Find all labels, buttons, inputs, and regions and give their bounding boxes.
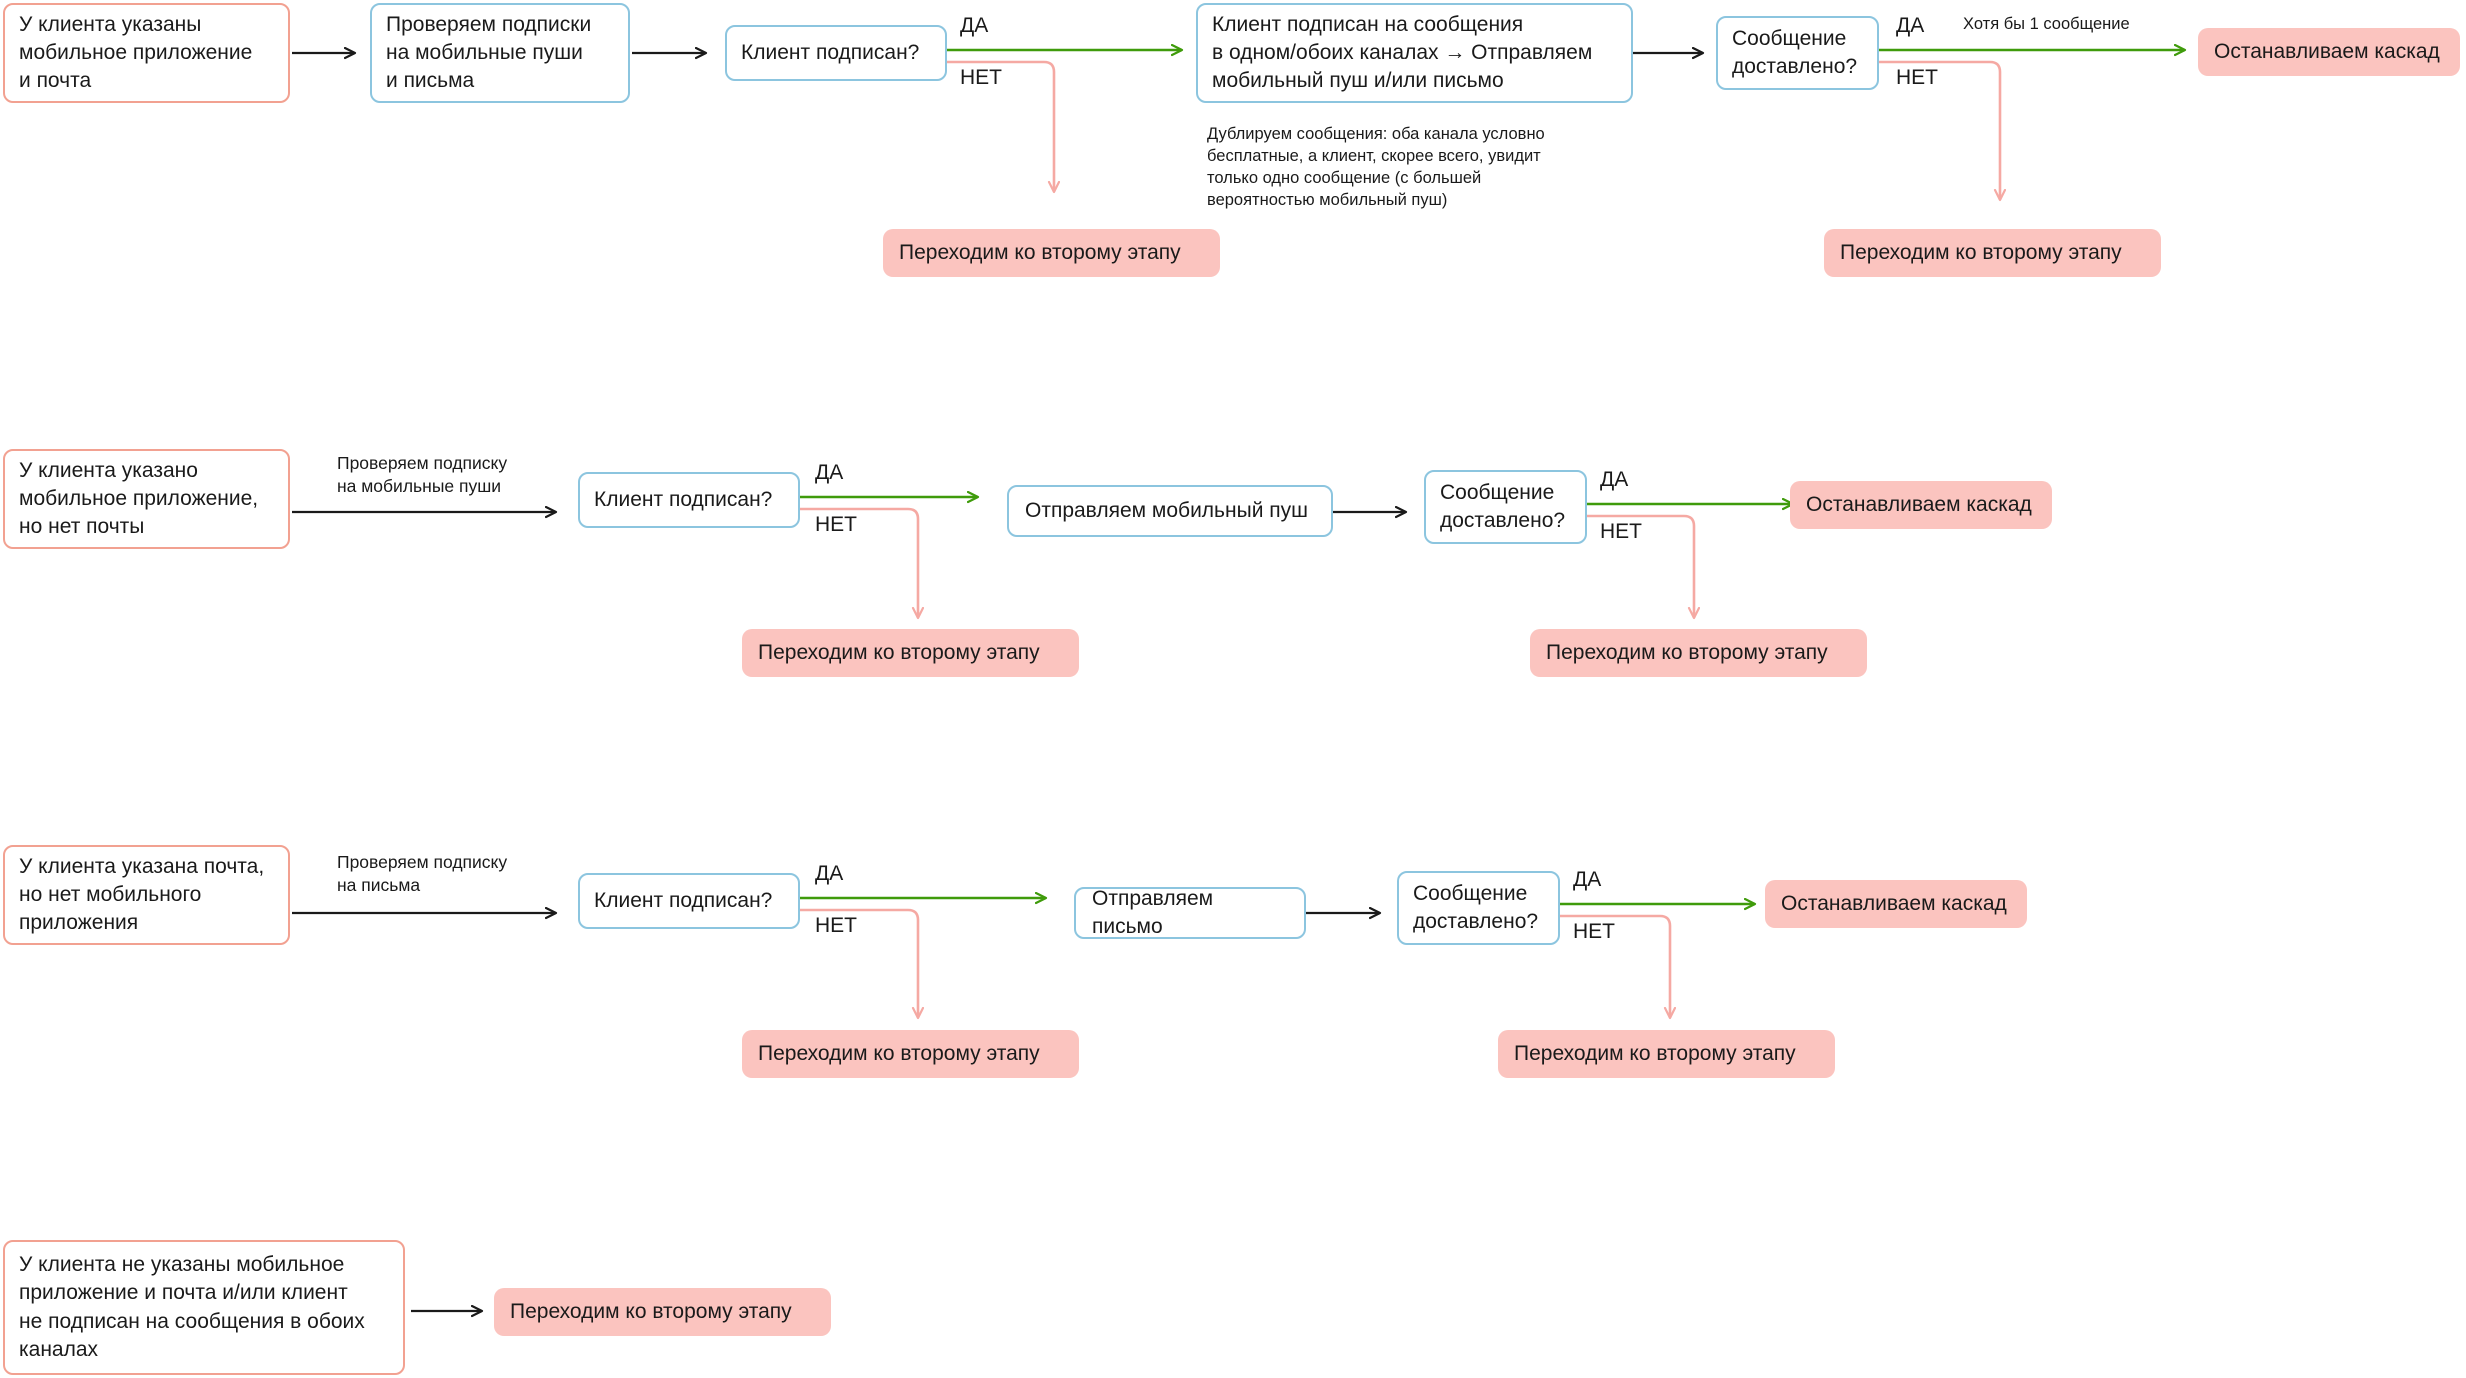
row3-decision-subscribed-label: Клиент подписан? xyxy=(594,888,773,912)
row3-stop-cascade-label: Останавливаем каскад xyxy=(1781,891,2007,915)
row2-edge-label: Проверяем подписку на мобильные пуши xyxy=(337,453,508,497)
row2-yes-label: ДА xyxy=(815,461,844,484)
row1-no-label: НЕТ xyxy=(960,66,1002,89)
row2-stop-cascade-label: Останавливаем каскад xyxy=(1806,492,2032,516)
row1-check-label: Проверяем подписки на мобильные пуши и п… xyxy=(386,12,592,93)
row3-yes-label: ДА xyxy=(815,862,844,885)
row4-target-box[interactable]: Переходим ко второму этапу xyxy=(494,1288,831,1336)
row1-delivered-no-target-label: Переходим ко второму этапу xyxy=(1840,240,2122,264)
row2-no-target-label: Переходим ко второму этапу xyxy=(758,640,1040,664)
row1-decision-subscribed[interactable]: Клиент подписан? xyxy=(725,25,947,81)
row2-start-label: У клиента указано мобильное приложение, … xyxy=(19,458,259,539)
row2-decision-subscribed-label: Клиент подписан? xyxy=(594,487,773,511)
row1-decision-subscribed-label: Клиент подписан? xyxy=(741,40,920,64)
row1-action-box[interactable]: Клиент подписан на сообщения в одном/обо… xyxy=(1196,3,1633,103)
row1-delivered-no-label: НЕТ xyxy=(1896,66,1938,89)
row1-no-target-box[interactable]: Переходим ко второму этапу xyxy=(883,229,1220,277)
row3-decision-delivered[interactable]: Сообщение доставлено? xyxy=(1397,871,1560,945)
row2-delivered-yes-label: ДА xyxy=(1600,468,1629,491)
row2-decision-delivered-label: Сообщение доставлено? xyxy=(1440,480,1566,532)
row4-start-box[interactable]: У клиента не указаны мобильное приложени… xyxy=(3,1240,405,1375)
row1-decision-delivered-label: Сообщение доставлено? xyxy=(1732,26,1858,78)
row4-target-label: Переходим ко второму этапу xyxy=(510,1299,792,1323)
row2-action-label: Отправляем мобильный пуш xyxy=(1025,498,1308,522)
row1-delivered-no-target-box[interactable]: Переходим ко второму этапу xyxy=(1824,229,2161,277)
row2-decision-subscribed[interactable]: Клиент подписан? xyxy=(578,472,800,528)
row1-delivered-yes-edge-label: Хотя бы 1 сообщение xyxy=(1963,15,2130,33)
row3-no-target-label: Переходим ко второму этапу xyxy=(758,1041,1040,1065)
row3-no-target-box[interactable]: Переходим ко второму этапу xyxy=(742,1030,1079,1078)
row2-no-target-box[interactable]: Переходим ко второму этапу xyxy=(742,629,1079,677)
row3-decision-subscribed[interactable]: Клиент подписан? xyxy=(578,873,800,929)
row1-stop-cascade-box[interactable]: Останавливаем каскад xyxy=(2198,28,2460,76)
row2-delivered-no-target-box[interactable]: Переходим ко второму этапу xyxy=(1530,629,1867,677)
row1-action-label: Клиент подписан на сообщения в одном/обо… xyxy=(1212,12,1593,93)
row1-yes-label: ДА xyxy=(960,14,989,37)
row3-delivered-no-target-label: Переходим ко второму этапу xyxy=(1514,1041,1796,1065)
row1-stop-cascade-label: Останавливаем каскад xyxy=(2214,39,2440,63)
row3-delivered-no-label: НЕТ xyxy=(1573,920,1615,943)
row1-delivered-yes-label: ДА xyxy=(1896,14,1925,37)
row3-action-label: Отправляем письмо xyxy=(1092,886,1214,938)
row2-decision-delivered[interactable]: Сообщение доставлено? xyxy=(1424,470,1587,544)
row3-decision-delivered-label: Сообщение доставлено? xyxy=(1413,881,1539,933)
row4-start-label: У клиента не указаны мобильное приложени… xyxy=(19,1253,365,1361)
row1-start-box[interactable]: У клиента указаны мобильное приложение и… xyxy=(3,3,290,103)
row2-action-box[interactable]: Отправляем мобильный пуш xyxy=(1007,485,1333,537)
row2-delivered-no-target-label: Переходим ко второму этапу xyxy=(1546,640,1828,664)
row2-no-label: НЕТ xyxy=(815,513,857,536)
row3-edge-label: Проверяем подписку на письма xyxy=(337,852,508,896)
row1-no-target-label: Переходим ко второму этапу xyxy=(899,240,1181,264)
row1-action-note: Дублируем сообщения: оба канала условно … xyxy=(1207,125,1545,209)
row3-delivered-yes-label: ДА xyxy=(1573,868,1602,891)
row2-start-box[interactable]: У клиента указано мобильное приложение, … xyxy=(3,449,290,549)
row1-start-label: У клиента указаны мобильное приложение и… xyxy=(19,12,253,93)
row1-decision-delivered[interactable]: Сообщение доставлено? xyxy=(1716,16,1879,90)
row3-no-label: НЕТ xyxy=(815,914,857,937)
row3-delivered-no-target-box[interactable]: Переходим ко второму этапу xyxy=(1498,1030,1835,1078)
row2-delivered-no-label: НЕТ xyxy=(1600,520,1642,543)
row3-action-box[interactable]: Отправляем письмо xyxy=(1074,887,1306,939)
row3-start-label: У клиента указана почта, но нет мобильно… xyxy=(19,854,265,935)
row3-start-box[interactable]: У клиента указана почта, но нет мобильно… xyxy=(3,845,290,945)
row1-check-box[interactable]: Проверяем подписки на мобильные пуши и п… xyxy=(370,3,630,103)
row2-stop-cascade-box[interactable]: Останавливаем каскад xyxy=(1790,481,2052,529)
row3-stop-cascade-box[interactable]: Останавливаем каскад xyxy=(1765,880,2027,928)
